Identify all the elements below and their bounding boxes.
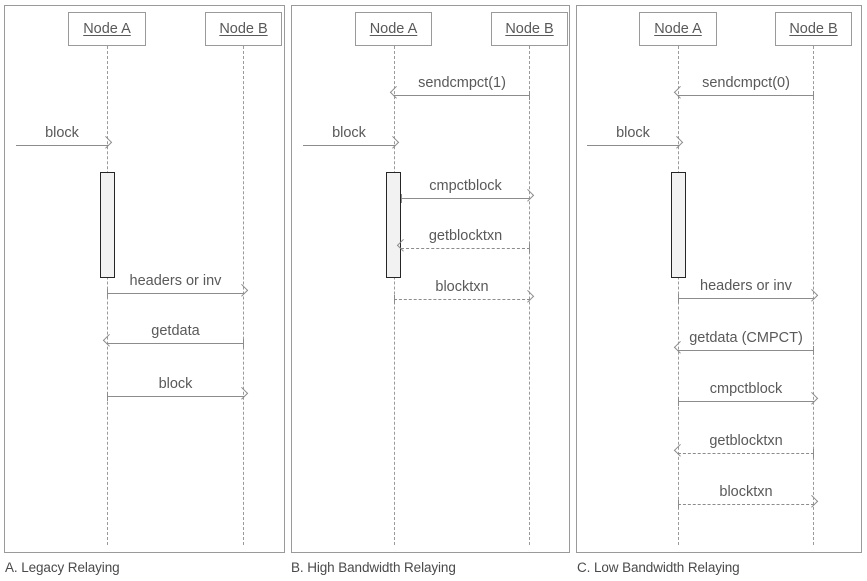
message-label: cmpctblock: [429, 177, 502, 194]
panel-b: [291, 5, 570, 553]
arrow-line: [394, 299, 530, 300]
arrow-line: [587, 145, 679, 146]
arrow-line: [107, 396, 244, 397]
panel-c-activation-bar: [671, 172, 686, 278]
message-label: blocktxn: [719, 483, 773, 500]
panel-a-message-getdata: getdata: [102, 323, 244, 348]
message-label: block: [45, 124, 79, 141]
panel-c-caption: C. Low Bandwidth Relaying: [577, 560, 740, 575]
message-label: getdata (CMPCT): [689, 329, 803, 346]
message-label: headers or inv: [700, 277, 792, 294]
panel-c-message-headers-or-inv: headers or inv: [678, 278, 819, 303]
arrow-line: [107, 293, 244, 294]
arrow-line: [303, 145, 395, 146]
panel-b-node-b-label: Node B: [505, 21, 554, 37]
panel-b-caption: B. High Bandwidth Relaying: [291, 560, 456, 575]
panel-a-node-b-lifeline: [243, 46, 244, 545]
arrow-line: [678, 504, 814, 505]
arrow-line: [678, 298, 814, 299]
panel-b-message-getblocktxn: getblocktxn: [396, 228, 530, 253]
message-label: getblocktxn: [709, 432, 783, 449]
arrow-line: [678, 401, 814, 402]
panel-b-message-cmpctblock: cmpctblock: [401, 178, 535, 203]
panel-a-node-a-label: Node A: [83, 21, 131, 37]
message-label: block: [332, 124, 366, 141]
arrow-line: [678, 350, 814, 351]
message-label: headers or inv: [129, 272, 222, 289]
panel-b-message-sendcmpct: sendcmpct(1): [389, 75, 530, 100]
arrow-line: [401, 198, 530, 199]
panel-a-message-block-out: block: [107, 376, 249, 401]
message-label: cmpctblock: [709, 380, 783, 397]
panel-c-message-sendcmpct: sendcmpct(0): [673, 75, 814, 100]
panel-a-activation-bar: [100, 172, 115, 278]
panel-c-message-cmpctblock: cmpctblock: [678, 381, 819, 406]
panel-b-node-b-lifeline: [529, 46, 530, 545]
panel-b-activation-bar: [386, 172, 401, 278]
panel-c-message-block-in: block: [587, 125, 684, 149]
panel-a-node-b-box: Node B: [205, 12, 282, 46]
panel-a-caption: A. Legacy Relaying: [5, 560, 120, 575]
message-label: getdata: [151, 322, 200, 339]
panel-b-message-blocktxn: blocktxn: [394, 279, 535, 304]
panel-c-message-getdata-cmpct: getdata (CMPCT): [673, 330, 814, 355]
panel-c: [576, 5, 862, 553]
arrow-line: [107, 343, 244, 344]
message-label: getblocktxn: [428, 227, 503, 244]
message-label: blocktxn: [435, 278, 489, 295]
arrow-line: [678, 95, 814, 96]
panel-c-node-b-lifeline: [813, 46, 814, 545]
panel-a: [4, 5, 285, 553]
arrow-line: [16, 145, 108, 146]
panel-c-node-b-label: Node B: [789, 21, 838, 37]
arrow-line: [678, 453, 814, 454]
panel-a-node-b-label: Node B: [219, 21, 268, 37]
panel-b-node-b-box: Node B: [491, 12, 568, 46]
panel-b-message-block-in: block: [303, 125, 400, 149]
arrow-line: [394, 95, 530, 96]
panel-c-message-getblocktxn: getblocktxn: [673, 433, 814, 458]
panel-c-node-b-box: Node B: [775, 12, 852, 46]
message-label: sendcmpct(0): [702, 74, 790, 91]
panel-b-node-a-box: Node A: [355, 12, 432, 46]
panel-c-node-a-box: Node A: [639, 12, 717, 46]
arrow-line: [401, 248, 530, 249]
panel-b-node-a-label: Node A: [369, 21, 418, 37]
panel-c-message-blocktxn: blocktxn: [678, 484, 819, 509]
panel-a-message-block-in: block: [16, 125, 113, 149]
message-label: block: [616, 124, 650, 141]
message-label: sendcmpct(1): [418, 74, 506, 91]
panel-a-node-a-box: Node A: [68, 12, 146, 46]
panel-c-node-a-label: Node A: [654, 21, 702, 37]
panel-a-message-headers-or-inv: headers or inv: [107, 273, 249, 298]
message-label: block: [158, 375, 193, 392]
